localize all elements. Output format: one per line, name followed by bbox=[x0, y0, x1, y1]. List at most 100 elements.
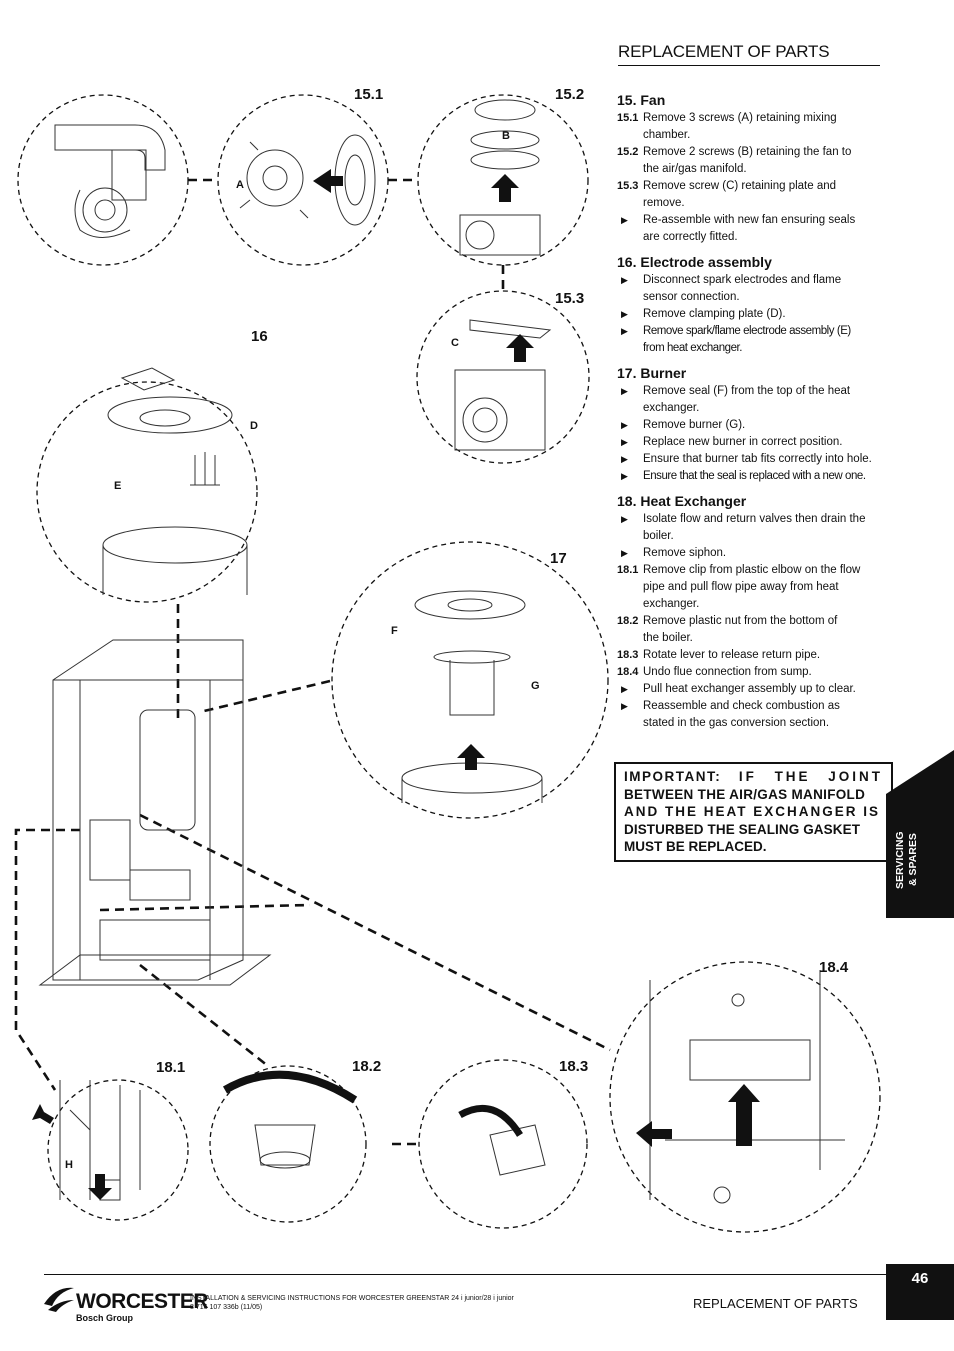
step-text-line: Remove 2 screws (B) retaining the fan to bbox=[643, 146, 852, 158]
numbered-step: 15.2 Remove 2 screws (B) retaining the fa… bbox=[617, 144, 882, 178]
arrow-up-icon bbox=[457, 744, 485, 770]
bullet-icon: ▶ bbox=[621, 471, 628, 481]
callout-b: B bbox=[502, 130, 510, 142]
callout-g: G bbox=[531, 680, 540, 692]
step-text-line: Remove burner (G). bbox=[643, 419, 746, 431]
step-text-line: the boiler. bbox=[643, 632, 693, 644]
side-tab-line: SERVICING bbox=[894, 831, 906, 889]
detail-circle-fan-assembly bbox=[17, 94, 189, 266]
document-reference: INSTALLATION & SERVICING INSTRUCTIONS FO… bbox=[190, 1294, 550, 1312]
step-text-line: Re-assemble with new fan ensuring seals bbox=[643, 214, 856, 226]
step-text-line: boiler. bbox=[643, 530, 674, 542]
step-number: 15.2 bbox=[617, 146, 639, 158]
callout-f: F bbox=[391, 625, 398, 637]
figure-label-18-2: 18.2 bbox=[352, 1058, 382, 1075]
step-text-line: Remove seal (F) from the top of the heat bbox=[643, 385, 851, 397]
document-title-line: INSTALLATION & SERVICING INSTRUCTIONS FO… bbox=[190, 1295, 514, 1302]
important-word: JOINT bbox=[828, 769, 883, 784]
step-text-line: remove. bbox=[643, 197, 685, 209]
step-text-line: Remove 3 screws (A) retaining mixing bbox=[643, 112, 837, 124]
step-text-line: Remove spark/flame electrode assembly (E… bbox=[643, 325, 851, 337]
bullet-icon: ▶ bbox=[621, 454, 628, 464]
step-text-line: Replace new burner in correct position. bbox=[643, 436, 843, 448]
lever-drawing bbox=[458, 1104, 546, 1176]
important-first-line: IMPORTANT: IF THE JOINT bbox=[624, 768, 883, 786]
plate-drawing bbox=[454, 319, 552, 451]
step-text-line: Ensure that the seal is replaced with a … bbox=[643, 470, 866, 482]
step-text-line: Remove plastic nut from the bottom of bbox=[643, 615, 838, 627]
step-text-line: the air/gas manifold. bbox=[643, 163, 747, 175]
step-number: 18.2 bbox=[617, 615, 639, 627]
step-text-line: Isolate flow and return valves then drai… bbox=[643, 513, 866, 525]
footer-divider bbox=[44, 1274, 886, 1275]
bullet-step: ▶Isolate flow and return valves then dra… bbox=[617, 511, 882, 545]
burner-drawing bbox=[401, 590, 543, 803]
important-line: BETWEEN THE AIR/GAS MANIFOLD bbox=[624, 786, 866, 802]
detail-circle-16 bbox=[36, 381, 258, 603]
detail-circle-17 bbox=[331, 541, 609, 819]
bullet-icon: ▶ bbox=[621, 326, 628, 336]
step-number: 18.1 bbox=[617, 564, 639, 576]
figure-label-18-1: 18.1 bbox=[156, 1059, 186, 1076]
detail-circle-18-4 bbox=[609, 961, 881, 1233]
bullet-step: ▶ Remove spark/flame electrode assembly (… bbox=[617, 323, 882, 357]
step-text-line: stated in the gas conversion section. bbox=[643, 717, 830, 729]
arrow-up-icon bbox=[506, 334, 534, 362]
arrow-left-icon bbox=[313, 169, 343, 193]
bullet-icon: ▶ bbox=[621, 548, 628, 558]
step-text-line: pipe and pull flow pipe away from heat bbox=[643, 581, 839, 593]
step-text-line: exchanger. bbox=[643, 402, 700, 414]
figure-label-15-1: 15.1 bbox=[354, 86, 384, 103]
side-tab-label: SERVICING & SPARES bbox=[894, 810, 950, 910]
section-heading: 16. Electrode assembly bbox=[617, 254, 772, 270]
detail-circle-15-3 bbox=[416, 290, 590, 464]
step-number: 18.4 bbox=[617, 666, 639, 678]
section-block: 16. Electrode assembly▶Disconnect spark … bbox=[617, 254, 882, 357]
bullet-icon: ▶ bbox=[621, 215, 628, 225]
section-heading: 17. Burner bbox=[617, 365, 687, 381]
bullet-icon: ▶ bbox=[621, 684, 628, 694]
step-text-line: Disconnect spark electrodes and flame bbox=[643, 274, 842, 286]
bullet-step: ▶Ensure that burner tab fits correctly i… bbox=[617, 451, 882, 468]
important-keyword: IMPORTANT: bbox=[624, 769, 722, 784]
bullet-step: ▶Remove burner (G). bbox=[617, 417, 882, 434]
leader-lines bbox=[14, 178, 611, 1146]
footer-section-title: REPLACEMENT OF PARTS bbox=[693, 1296, 858, 1311]
arrow-down-icon bbox=[88, 1174, 112, 1200]
figure-label-18-4: 18.4 bbox=[819, 959, 849, 976]
numbered-step: 18.2 Remove plastic nut from the bottom o… bbox=[617, 613, 882, 647]
header-divider bbox=[618, 65, 880, 66]
step-text-line: Undo flue connection from sump. bbox=[643, 666, 812, 678]
section-heading: 18. Heat Exchanger bbox=[617, 493, 747, 509]
step-number: 15.1 bbox=[617, 112, 639, 124]
step-text-line: sensor connection. bbox=[643, 291, 740, 303]
callout-a: A bbox=[236, 179, 244, 191]
important-line: DISTURBED THE SEALING GASKET bbox=[624, 821, 861, 837]
important-word: IF bbox=[738, 769, 757, 784]
bullet-icon: ▶ bbox=[621, 309, 628, 319]
important-notice: IMPORTANT: IF THE JOINT BETWEEN THE AIR/… bbox=[614, 762, 893, 862]
detail-circle-18-1 bbox=[47, 1079, 189, 1221]
brand-logo-text: WORCESTER bbox=[76, 1290, 209, 1313]
section-block: 17. Burner ▶ Remove seal (F) from the top … bbox=[617, 365, 882, 485]
step-number: 18.3 bbox=[617, 649, 639, 661]
plastic-nut-drawing bbox=[222, 1070, 358, 1169]
detail-circle-18-3 bbox=[418, 1059, 588, 1229]
page-number: 46 bbox=[911, 1270, 929, 1287]
mixing-chamber-drawing bbox=[239, 134, 376, 226]
step-text-line: Pull heat exchanger assembly up to clear… bbox=[643, 683, 856, 695]
arrow-up-icon bbox=[728, 1084, 760, 1146]
bullet-icon: ▶ bbox=[621, 386, 628, 396]
page-title: REPLACEMENT OF PARTS bbox=[618, 42, 830, 61]
side-tab-line: & SPARES bbox=[907, 833, 919, 887]
arrow-up-icon bbox=[491, 174, 519, 202]
callout-c: C bbox=[451, 337, 459, 349]
worcester-logo-icon bbox=[44, 1287, 74, 1312]
numbered-step: 15.1 Remove 3 screws (A) retaining mixing… bbox=[617, 110, 882, 144]
